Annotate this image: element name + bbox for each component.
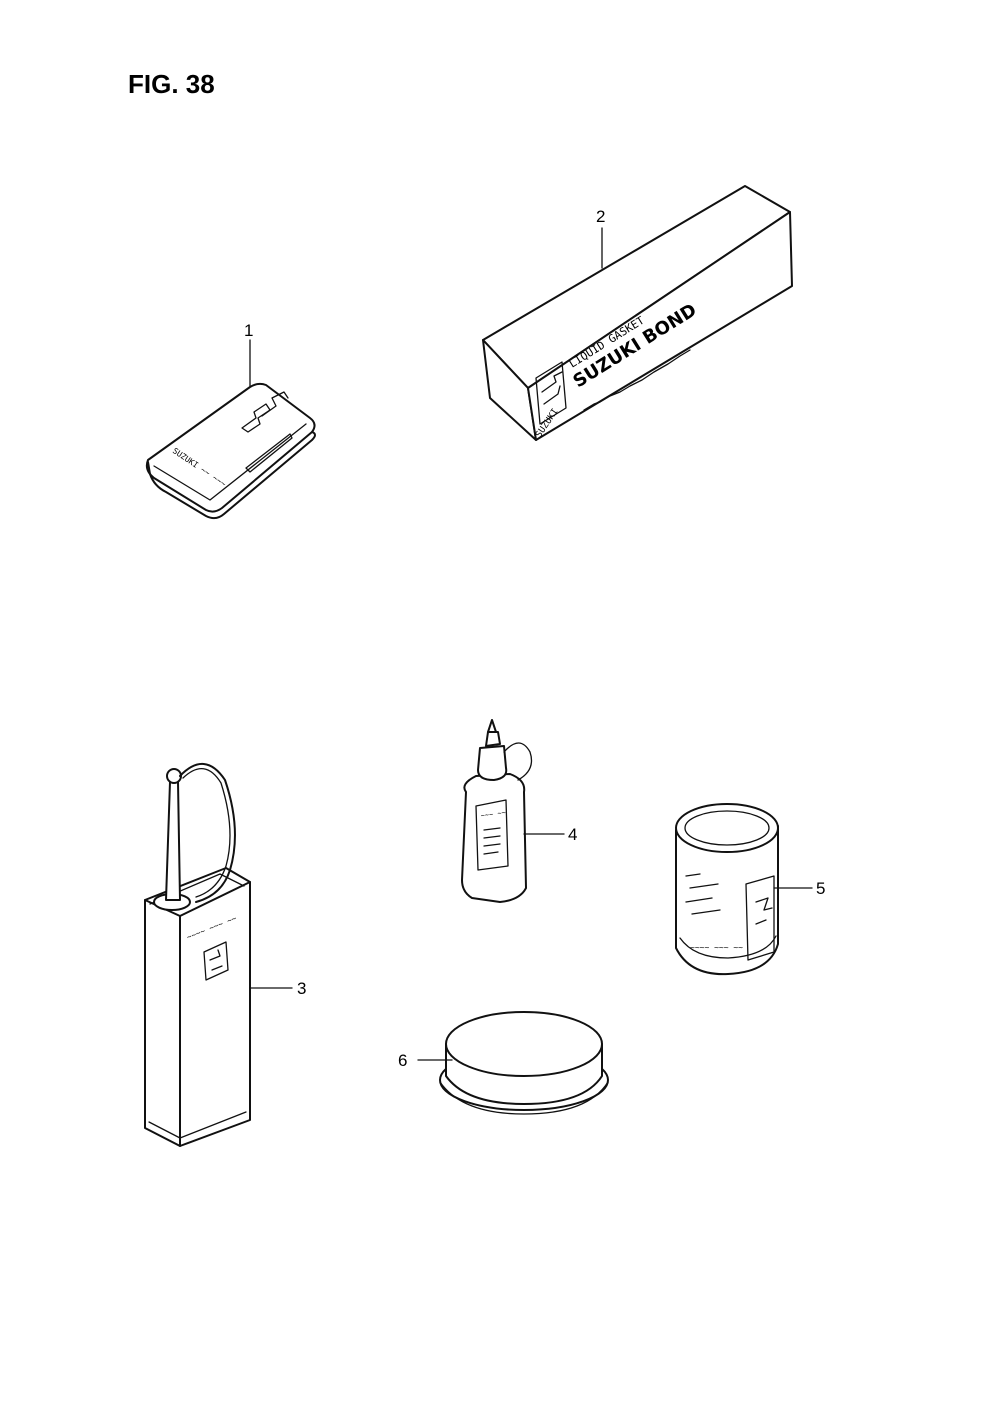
part-6-tin[interactable] bbox=[439, 1011, 609, 1115]
part-5-can[interactable]: ~~~~ ~~~ ~~ bbox=[675, 803, 779, 976]
part-3-oil-can[interactable]: ~~~~ ~~~ ~~ bbox=[144, 763, 251, 1147]
suzuki-logo-icon bbox=[535, 361, 567, 425]
callout-1-label: 1 bbox=[244, 321, 253, 340]
callout-2-label: 2 bbox=[596, 207, 605, 226]
figure-title: FIG. 38 bbox=[128, 69, 215, 99]
callout-5-label: 5 bbox=[816, 879, 825, 898]
suzuki-logo-icon bbox=[203, 941, 229, 981]
callout-6-label: 6 bbox=[398, 1051, 407, 1070]
part-2-bond-box[interactable]: SUZUKI LIQUID GASKET SUZUKI BOND bbox=[482, 185, 793, 441]
part-1-case[interactable]: SUZUKI ~~ ~~~ bbox=[145, 382, 316, 520]
part-4-bottle[interactable]: ~~~ ~~ bbox=[461, 719, 533, 903]
box-fine-print bbox=[583, 349, 691, 411]
callout-3-label: 3 bbox=[297, 979, 306, 998]
suzuki-logo-icon bbox=[241, 391, 289, 433]
can-band-marking: ~~~~ ~~~ ~~ bbox=[690, 943, 743, 952]
bottle-marking: ~~~ ~~ bbox=[480, 809, 506, 820]
callout-4-label: 4 bbox=[568, 825, 577, 844]
